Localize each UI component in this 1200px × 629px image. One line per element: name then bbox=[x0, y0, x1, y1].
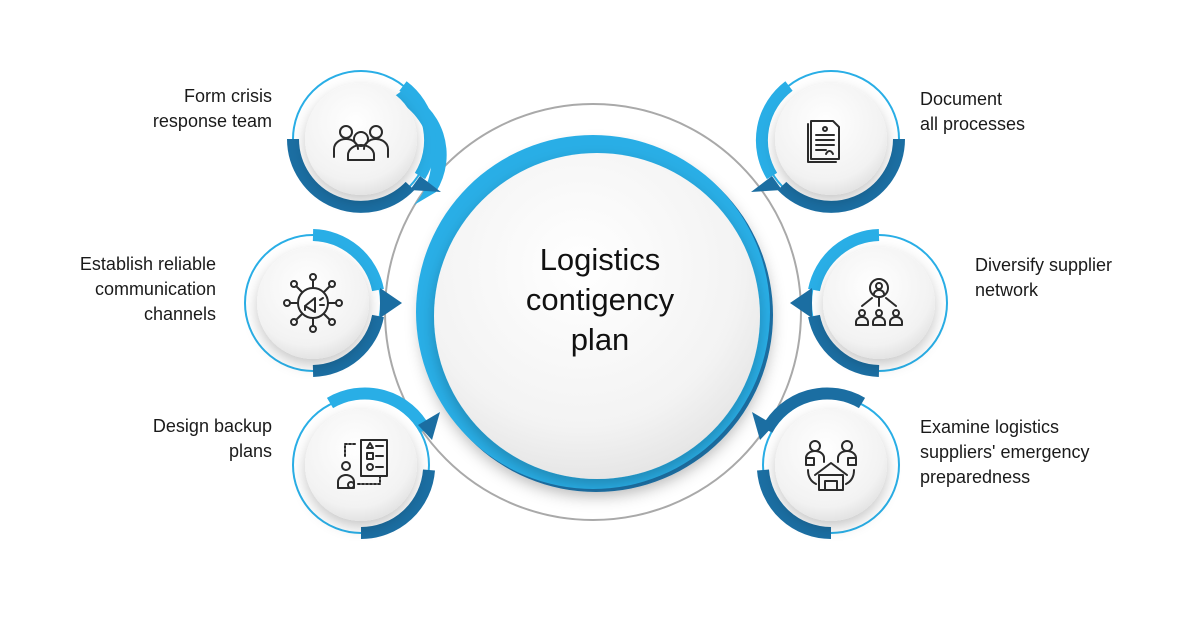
node-backup-plans bbox=[292, 387, 440, 540]
node-crisis-team bbox=[287, 70, 447, 213]
center-title: Logistics contigency plan bbox=[525, 242, 675, 357]
label-diversify: Diversify supplier network bbox=[975, 255, 1113, 300]
megaphone-network-icon bbox=[283, 273, 343, 333]
label-communication: Establish reliable communication channel… bbox=[79, 254, 216, 324]
warehouse-suppliers-icon bbox=[805, 440, 857, 491]
supplier-network-icon bbox=[855, 278, 903, 326]
node-communication bbox=[244, 229, 402, 377]
checklist-person-icon bbox=[337, 439, 388, 489]
label-examine: Examine logistics suppliers' emergency p… bbox=[920, 417, 1090, 487]
node-examine bbox=[752, 387, 900, 540]
label-document: Document all processes bbox=[920, 89, 1026, 134]
label-backup-plans: Design backup plans bbox=[152, 416, 272, 461]
label-crisis-team: Form crisis response team bbox=[152, 86, 272, 131]
document-icon bbox=[807, 120, 840, 163]
team-icon bbox=[333, 125, 389, 161]
center-node bbox=[416, 135, 773, 492]
node-diversify bbox=[790, 229, 948, 377]
